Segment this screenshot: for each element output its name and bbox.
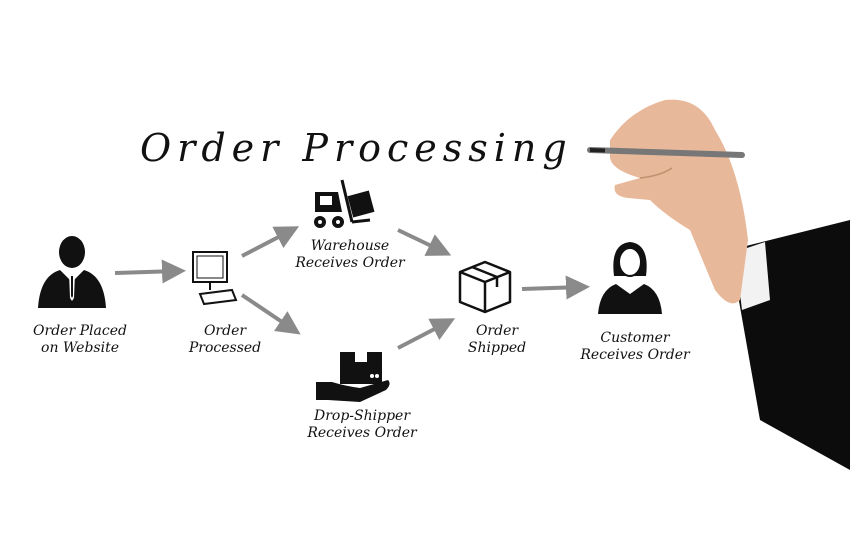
hand-with-pen [587, 99, 850, 470]
woman-icon [598, 242, 662, 314]
arrow-processed-to-warehouse [241, 226, 300, 258]
arrow-processed-to-dropshipper [240, 293, 301, 335]
arrow-shipped-to-customer [521, 275, 590, 300]
label-order-placed: Order Placed on Website [33, 323, 127, 357]
arrow-dropshipper-to-shipped [397, 318, 456, 350]
label-line: Processed [188, 340, 262, 356]
label-line: on Website [41, 340, 119, 356]
label-line: Customer [600, 330, 670, 346]
label-line: Receives Order [580, 347, 690, 363]
arrow-warehouse-to-shipped [397, 228, 452, 256]
computer-icon [192, 251, 238, 306]
box-icon [458, 260, 512, 314]
label-line: Drop-Shipper [313, 408, 411, 424]
label-line: Receives Order [295, 255, 405, 271]
forklift-icon [314, 179, 375, 228]
label-line: Order [475, 323, 519, 339]
label-line: Receives Order [307, 425, 417, 441]
label-order-shipped: Order Shipped [468, 323, 526, 357]
businessman-icon [38, 236, 106, 308]
arrow-placed-to-processed [114, 259, 186, 284]
label-drop-shipper: Drop-Shipper Receives Order [307, 408, 416, 442]
label-order-processed: Order Processed [189, 323, 261, 357]
label-line: Order Placed [33, 323, 127, 339]
label-line: Warehouse [310, 238, 390, 254]
label-warehouse: Warehouse Receives Order [295, 238, 404, 272]
pen [587, 147, 745, 158]
hand-box-icon [316, 352, 390, 402]
label-line: Shipped [467, 340, 527, 356]
label-customer: Customer Receives Order [580, 330, 689, 364]
diagram-title: Order Processing [140, 126, 573, 170]
label-line: Order [203, 323, 247, 339]
